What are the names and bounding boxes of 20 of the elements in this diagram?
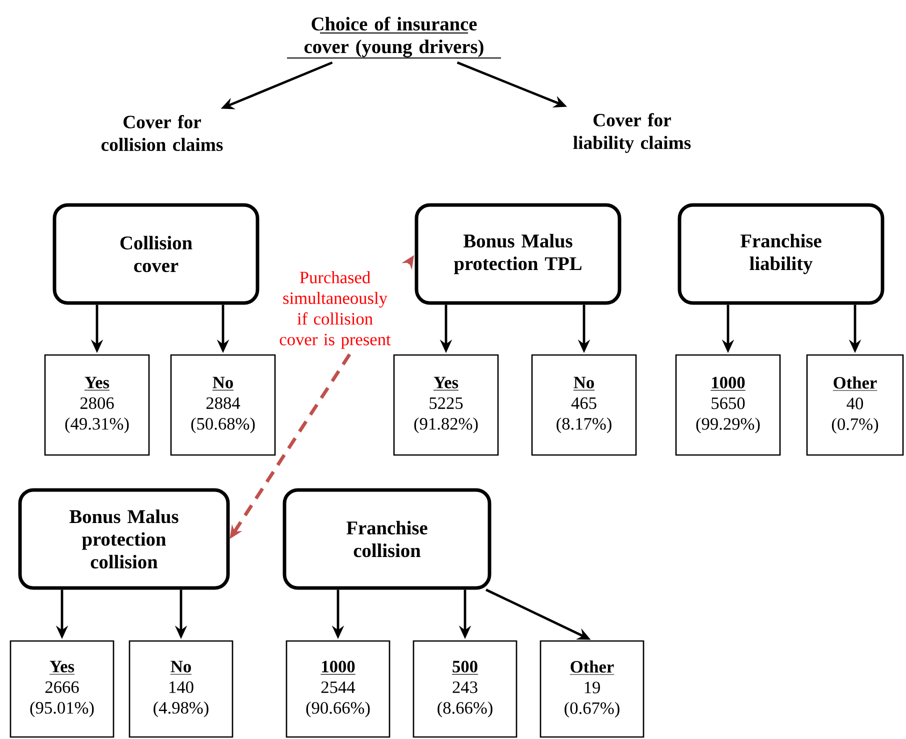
result-box: 1000 5650 (99.29%) xyxy=(675,354,781,456)
branch-label: Cover for liability claims xyxy=(573,113,691,153)
result-box: Other 40 (0.7%) xyxy=(806,354,904,456)
result-box: 1000 2544 (90.66%) xyxy=(286,640,390,738)
edge-label: Purchased simultaneously if collision cover is present xyxy=(264,270,406,350)
category-box: Bonus Malus protection TPL xyxy=(414,203,622,305)
result-box: Other 19 (0.67%) xyxy=(540,640,644,738)
result-box: Yes 5225 (91.82%) xyxy=(393,354,499,456)
result-box: No 2884 (50.68%) xyxy=(170,354,276,456)
category-box: Collision cover xyxy=(52,203,260,305)
category-box: Franchise liability xyxy=(678,203,884,305)
category-box: Franchise collision xyxy=(282,488,492,590)
result-box: No 140 (4.98%) xyxy=(128,640,234,738)
category-box: Bonus Malus protection collision xyxy=(18,488,230,590)
result-box: 500 243 (8.66%) xyxy=(412,640,518,738)
result-box: Yes 2806 (49.31%) xyxy=(44,354,150,456)
title-text: Choice of insurance cover (young drivers) xyxy=(304,16,484,58)
result-box: No 465 (8.17%) xyxy=(531,354,637,456)
branch-label: Cover for collision claims xyxy=(101,115,223,151)
result-box: Yes 2666 (95.01%) xyxy=(10,640,114,738)
